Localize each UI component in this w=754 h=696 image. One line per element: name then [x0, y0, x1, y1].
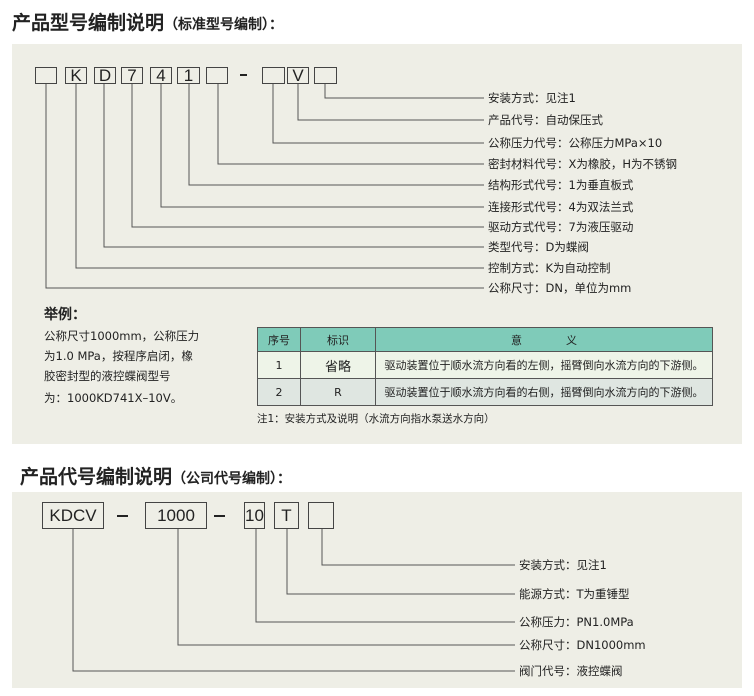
title-text: 产品型号编制说明 — [12, 12, 165, 34]
dash — [240, 74, 247, 76]
label-pressure: 公称压力代号：公称压力MPa×10 — [488, 136, 663, 150]
code-box-seal — [206, 67, 228, 84]
label-pressure: 公称压力：PN1.0MPa — [519, 615, 634, 629]
label-size: 公称尺寸：DN1000mm — [519, 638, 646, 652]
code-box-drive: 7 — [121, 67, 143, 84]
table-row: 1 省略 驱动装置位于顺水流方向看的左侧，摇臂倒向水流方向的下游侧。 — [257, 351, 713, 379]
label-control: 控制方式：K为自动控制 — [488, 261, 611, 275]
code-box-valve: KDCV — [42, 502, 104, 529]
label-seal: 密封材料代号：X为橡胶，H为不锈钢 — [488, 157, 678, 171]
cell-index: 1 — [257, 351, 301, 379]
header-mark: 标识 — [300, 327, 376, 352]
label-type: 类型代号：D为蝶阀 — [488, 240, 589, 254]
label-connection: 连接形式代号：4为双法兰式 — [488, 200, 634, 214]
label-structure: 结构形式代号：1为垂直板式 — [488, 178, 634, 192]
code-box-product: V — [287, 67, 309, 84]
example-line: 公称尺寸1000mm，公称压力 — [44, 329, 200, 343]
table-header: 序号 标识 意 义 — [257, 327, 713, 352]
section2-title: 产品代号编制说明（公司代号编制）： — [20, 462, 291, 489]
title-subtitle: （标准型号编制）： — [164, 17, 284, 33]
header-meaning: 意 义 — [375, 327, 713, 352]
example-line: 胶密封型的液控蝶阀型号 — [44, 369, 171, 383]
label-drive: 驱动方式代号：7为液压驱动 — [488, 220, 634, 234]
example-title: 举例： — [44, 307, 86, 323]
code-box-pressure — [262, 67, 285, 84]
label-install: 安装方式：见注1 — [488, 91, 576, 105]
code-box-connection: 4 — [150, 67, 172, 84]
cell-meaning: 驱动装置位于顺水流方向看的左侧，摇臂倒向水流方向的下游侧。 — [375, 351, 713, 379]
cell-meaning: 驱动装置位于顺水流方向看的右侧，摇臂倒向水流方向的下游侧。 — [375, 378, 713, 406]
code-box-size: 1000 — [145, 502, 207, 529]
example-line: 为：1000KD741X–10V。 — [44, 391, 183, 405]
title-subtitle: （公司代号编制）： — [172, 471, 292, 487]
code-box-energy: T — [274, 502, 299, 529]
code-box-size — [35, 67, 57, 84]
cell-mark: R — [300, 378, 376, 406]
label-size: 公称尺寸：DN，单位为mm — [488, 281, 632, 295]
section1-title: 产品型号编制说明（标准型号编制）： — [12, 8, 283, 35]
label-energy: 能源方式：T为重锤型 — [519, 587, 630, 601]
code-box-type: D — [94, 67, 116, 84]
note: 注1：安装方式及说明（水流方向指水泵送水方向） — [257, 413, 495, 425]
code-box-structure: 1 — [177, 67, 200, 84]
code-box-pressure: 10 — [244, 502, 265, 529]
table-row: 2 R 驱动装置位于顺水流方向看的右侧，摇臂倒向水流方向的下游侧。 — [257, 378, 713, 406]
title-text: 产品代号编制说明 — [20, 466, 173, 488]
code-box-install — [314, 67, 337, 84]
label-valve: 阀门代号：液控蝶阀 — [519, 664, 623, 678]
cell-mark: 省略 — [300, 351, 376, 379]
example: 举例： 公称尺寸1000mm，公称压力 为1.0 MPa，按程序启闭，橡 胶密封… — [44, 304, 199, 408]
header-index: 序号 — [257, 327, 301, 352]
label-product: 产品代号：自动保压式 — [488, 113, 603, 127]
code-box-install — [308, 502, 334, 529]
dash — [214, 515, 225, 517]
label-install: 安装方式：见注1 — [519, 558, 607, 572]
code-box-control: K — [65, 67, 87, 84]
dash — [117, 515, 128, 517]
cell-index: 2 — [257, 378, 301, 406]
install-table: 序号 标识 意 义 1 省略 驱动装置位于顺水流方向看的左侧，摇臂倒向水流方向的… — [257, 327, 713, 406]
example-line: 为1.0 MPa，按程序启闭，橡 — [44, 349, 193, 363]
